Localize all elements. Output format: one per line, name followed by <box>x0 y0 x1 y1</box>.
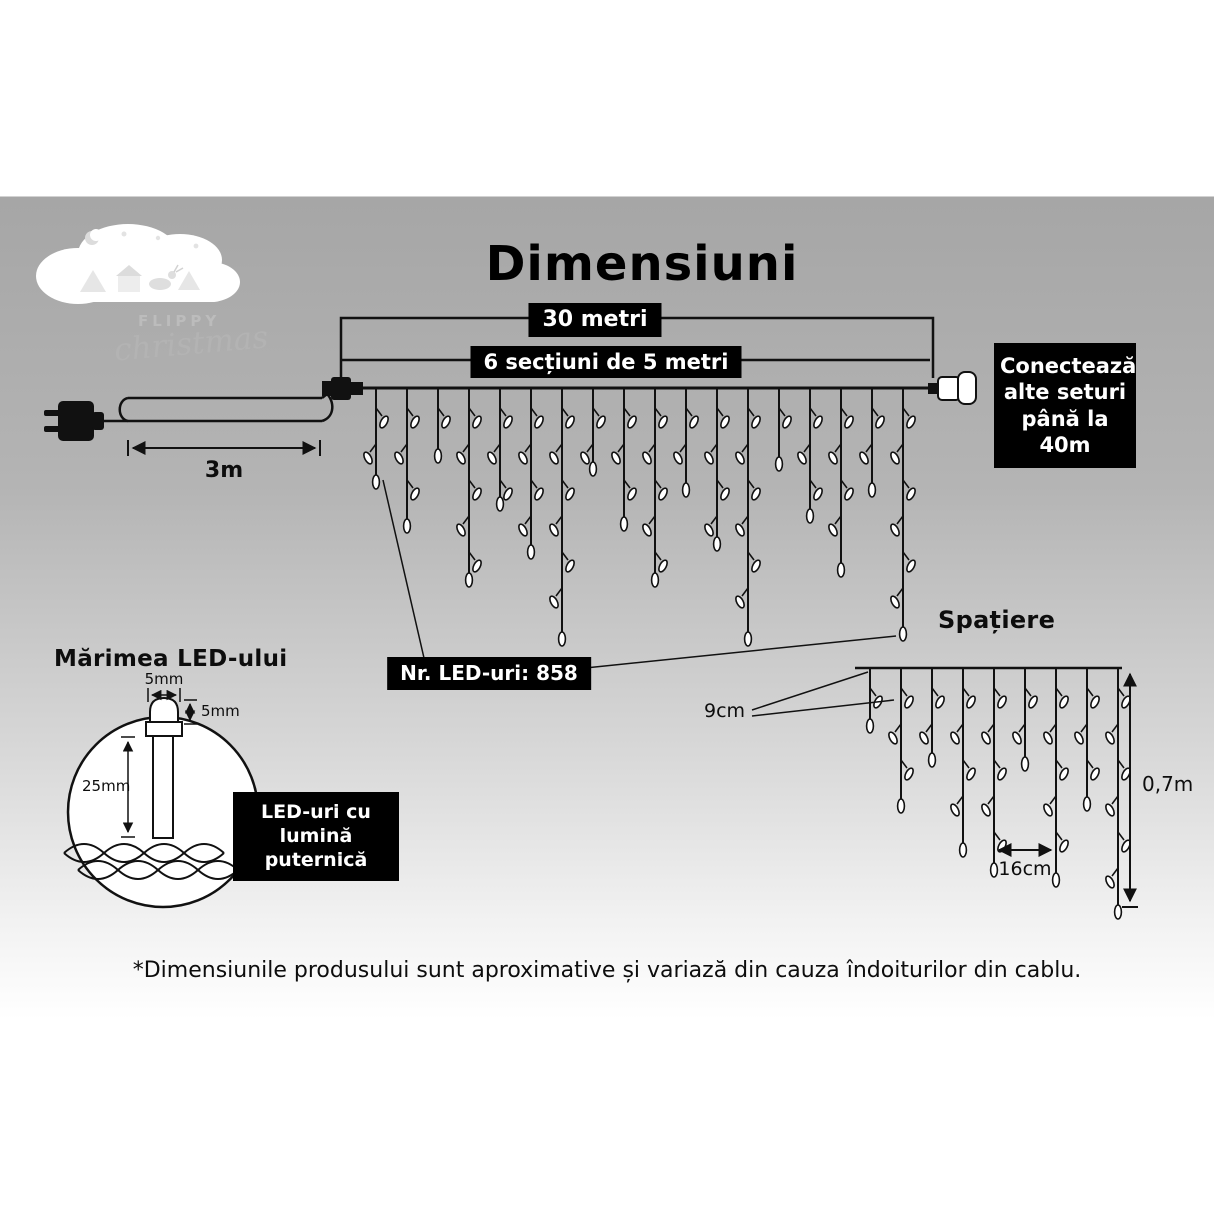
logo-cloud-illustration <box>36 224 240 304</box>
led-gap-label: 9cm <box>704 700 746 722</box>
tree-icon <box>178 271 200 290</box>
led-size-figure <box>63 688 260 909</box>
power-plug-illustration <box>44 401 104 441</box>
led-width-label: 5mm <box>144 670 184 688</box>
curtain-drops <box>363 388 916 647</box>
lead-length-label: 3m <box>204 458 244 483</box>
led-brightness-note: LED-uri cu lumină puternică <box>233 792 399 882</box>
led-size-heading: Mărimea LED-ului <box>54 646 288 672</box>
led-body <box>152 735 174 839</box>
deer-icon <box>149 278 171 290</box>
spacing-annotations <box>751 671 1138 908</box>
spacing-heading: Spațiere <box>938 606 1056 634</box>
led-count-pointer-lines <box>382 479 897 671</box>
house-icon <box>118 276 140 292</box>
drop-gap-label: 16cm <box>998 858 1052 880</box>
spacing-diagram <box>751 666 1138 920</box>
led-height-label: 5mm <box>201 702 240 720</box>
disclaimer-footnote: *Dimensiunile produsului sunt aproximati… <box>132 958 1082 983</box>
logo-brand-name: FLIPPY <box>138 312 221 330</box>
twisted-cable <box>63 843 239 880</box>
sections-label: 6 secțiuni de 5 metri <box>470 346 742 379</box>
start-connector <box>322 381 331 396</box>
led-length-label: 25mm <box>82 777 131 795</box>
drop-height-label: 0,7m <box>1142 772 1194 796</box>
total-length-label: 30 metri <box>528 303 662 337</box>
led-count-label: Nr. LED-uri: 858 <box>387 657 591 690</box>
tree-icon <box>80 270 106 292</box>
connect-note: Conectează alte seturi până la 40m <box>994 343 1136 468</box>
spacing-drops <box>865 668 1131 920</box>
led-bulb-dome <box>149 696 179 724</box>
page-title: Dimensiuni <box>485 236 799 292</box>
curtain-wire <box>322 371 977 405</box>
lead-cable <box>104 390 334 456</box>
end-connector <box>928 371 977 405</box>
